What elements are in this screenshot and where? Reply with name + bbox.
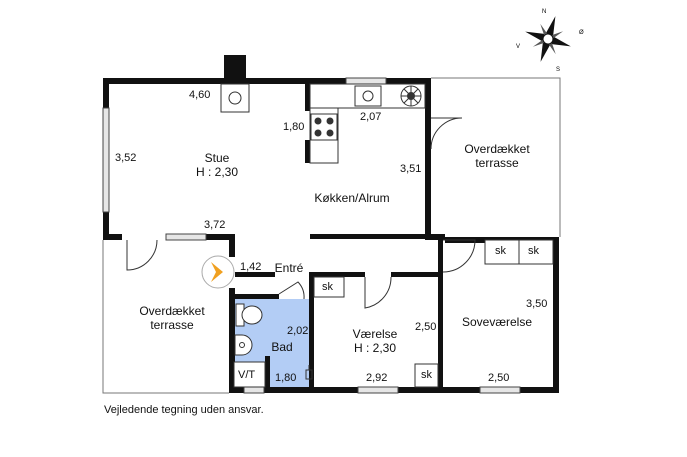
dim-sove-width: 2,50	[488, 372, 510, 384]
fireplace-icon	[220, 83, 250, 113]
entry-arrow	[201, 255, 235, 289]
compass-o: Ø	[579, 30, 584, 36]
interior-walls	[229, 84, 443, 387]
fan-icon	[400, 85, 422, 107]
room-vaerelse-name: Værelse	[352, 327, 398, 341]
toilet-icon	[235, 303, 263, 327]
dim-kitchen-left: 1,80	[283, 121, 305, 133]
room-kitchen-name: Køkken/Alrum	[314, 191, 390, 205]
room-terrace-left: Overdækket terrasse	[127, 304, 217, 332]
chimney	[224, 55, 246, 81]
dim-kitchen-top: 2,07	[360, 111, 382, 123]
dim-bad-depth: 2,02	[287, 325, 309, 337]
wardrobe-sove-left-label: sk	[495, 245, 506, 257]
room-vaerelse: Værelse H : 2,30	[340, 327, 410, 355]
room-bad: Bad	[265, 340, 299, 354]
wardrobe-vaerelse-label: sk	[421, 369, 432, 381]
dim-stue-top: 4,60	[189, 89, 211, 101]
washer-dryer	[233, 361, 266, 388]
room-terrace-right: Overdækket terrasse	[452, 142, 542, 170]
disclaimer-note: Vejledende tegning uden ansvar.	[104, 404, 264, 416]
wardrobe-entre-label: sk	[322, 281, 333, 293]
stove-icon	[310, 113, 338, 141]
wardrobes	[313, 239, 554, 388]
dim-stue-bottom: 3,72	[204, 219, 226, 231]
room-sovevaerelse-name: Soveværelse	[461, 315, 533, 329]
room-entre: Entré	[268, 261, 310, 275]
terrace-left-line1: Overdækket	[139, 304, 205, 318]
washer-dryer-label: V/T	[238, 369, 256, 381]
dim-bad-width: 1,80	[275, 372, 297, 384]
terrace-right-line1: Overdækket	[464, 142, 530, 156]
room-bad-name: Bad	[271, 340, 293, 354]
terrace-outlines	[102, 77, 561, 394]
dim-vaerelse-depth: 2,50	[415, 321, 437, 333]
dim-sove-depth: 3,50	[526, 298, 548, 310]
room-entre-name: Entré	[274, 261, 304, 275]
sink-icon	[354, 85, 382, 107]
dim-stue-left: 3,52	[115, 152, 137, 164]
terrace-right-line2: terrasse	[475, 156, 519, 170]
room-stue-height: H : 2,30	[195, 165, 239, 179]
room-sovevaerelse: Soveværelse	[452, 315, 542, 329]
room-stue-name: Stue	[204, 151, 230, 165]
shower-icon	[305, 365, 313, 380]
doors	[126, 117, 476, 309]
dim-kitchen-right: 3,51	[400, 163, 422, 175]
room-vaerelse-height: H : 2,30	[353, 341, 397, 355]
terrace-left-line2: terrasse	[150, 318, 194, 332]
compass-s: S	[556, 67, 560, 73]
room-stue: Stue H : 2,30	[182, 151, 252, 179]
dim-entre-width: 1,42	[240, 261, 262, 273]
dim-vaerelse-width: 2,92	[366, 372, 388, 384]
wardrobe-sove-right-label: sk	[528, 245, 539, 257]
compass-rose-icon	[525, 16, 571, 62]
compass-n: N	[542, 9, 546, 15]
windows	[102, 77, 521, 394]
room-kitchen: Køkken/Alrum	[305, 191, 399, 205]
compass-v: V	[516, 44, 520, 50]
washbasin-icon	[234, 334, 253, 356]
